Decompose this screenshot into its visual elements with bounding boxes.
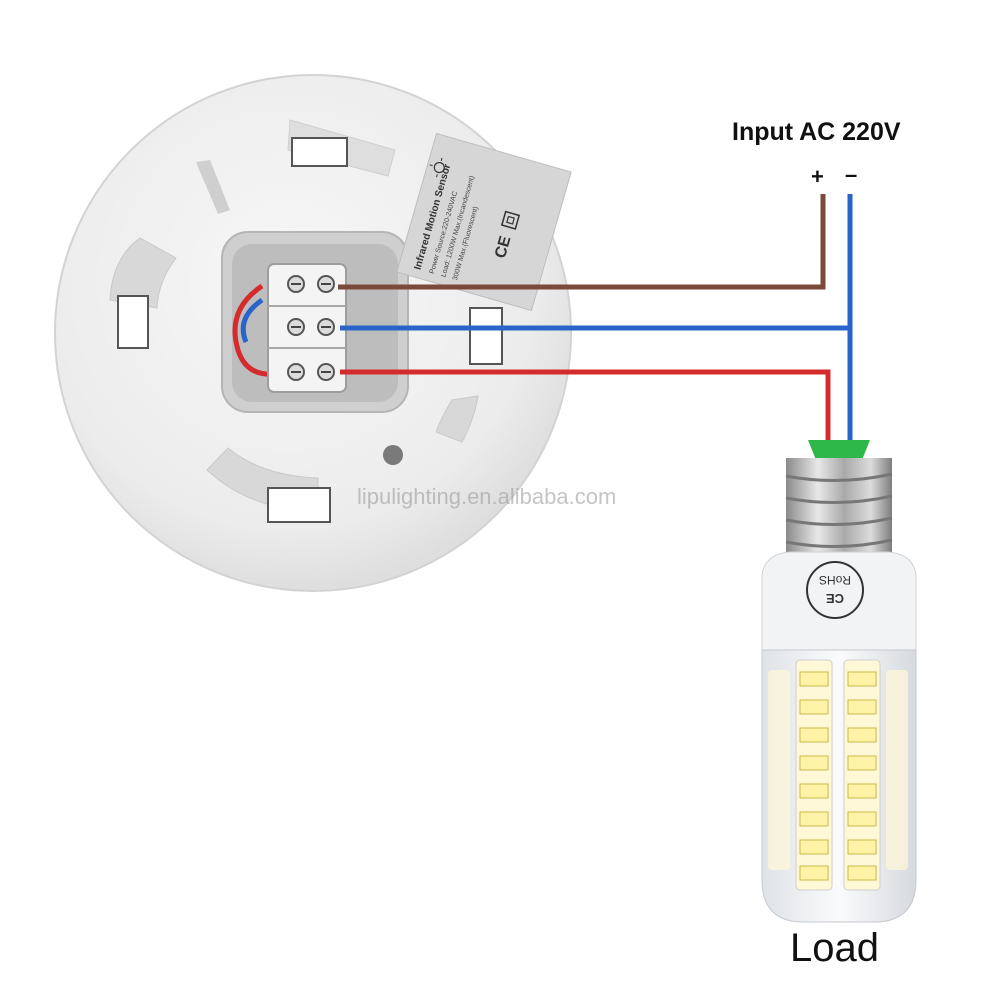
clip-tab	[291, 137, 348, 167]
clip-tab	[267, 487, 331, 523]
ce-mark-icon: CE RoHS	[806, 561, 864, 619]
sun-icon	[429, 157, 450, 178]
bulb-collar	[808, 440, 870, 460]
switched-wire	[340, 369, 831, 445]
sensor-label: Infrared Motion Sensor Power Source:220-…	[396, 132, 572, 312]
live-wire	[338, 194, 826, 290]
led-strips	[768, 659, 908, 891]
clip-tab	[117, 295, 149, 349]
screw-hole	[383, 445, 403, 465]
bulb-shoulder	[761, 551, 917, 651]
double-insulation-icon	[500, 210, 521, 230]
screw-base	[786, 458, 892, 554]
watermark: lipulighting.en.alibaba.com	[357, 484, 617, 509]
terminal-block	[267, 263, 347, 393]
motion-sensor: Infrared Motion Sensor Power Source:220-…	[54, 74, 572, 592]
negative-terminal-label: –	[845, 162, 858, 187]
wires	[338, 194, 853, 445]
mounting-slot	[435, 395, 479, 443]
mounting-slot	[109, 237, 177, 309]
input-voltage-label: Input AC 220V	[732, 118, 901, 146]
ce-mark-icon: CE	[492, 234, 515, 260]
rohs-icon: RoHS	[819, 573, 851, 587]
svg-text:CE: CE	[826, 591, 844, 606]
positive-terminal-label: +	[811, 164, 824, 189]
clip-tab	[469, 307, 503, 365]
mounting-slot	[196, 160, 230, 214]
led-corn-bulb: CE RoHS	[761, 440, 917, 923]
load-label: Load	[790, 926, 879, 970]
